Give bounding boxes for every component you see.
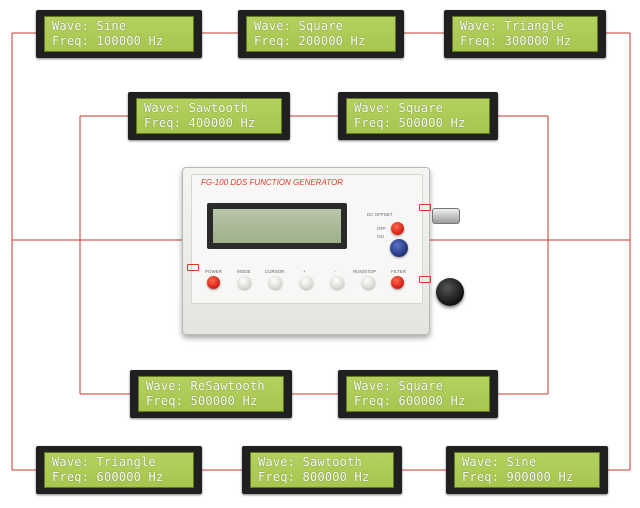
lcd-display-4: Wave: Sawtooth Freq: 400000 Hz — [128, 92, 290, 140]
freq-label: Freq: 500000 Hz — [146, 394, 258, 408]
lcd-display-5: Wave: Square Freq: 500000 Hz — [338, 92, 498, 140]
device-lcd — [207, 203, 347, 249]
freq-label: Freq: 900000 Hz — [462, 470, 574, 484]
mode-button[interactable] — [238, 276, 251, 289]
lcd-display-8: Wave: Triangle Freq: 600000 Hz — [36, 446, 202, 494]
mode-label: MODE — [237, 269, 251, 274]
wave-label: Wave: Square — [354, 101, 444, 115]
run-stop-button[interactable] — [362, 276, 375, 289]
power-button[interactable] — [207, 276, 220, 289]
lcd-display-10: Wave: Sine Freq: 900000 Hz — [446, 446, 608, 494]
device-title: FG-100 DDS FUNCTION GENERATOR — [201, 178, 343, 187]
freq-label: Freq: 300000 Hz — [460, 34, 572, 48]
lcd-display-1: Wave: Sine Freq: 100000 Hz — [36, 10, 202, 58]
off-label: OFF — [377, 226, 386, 231]
lcd-display-3: Wave: Triangle Freq: 300000 Hz — [444, 10, 606, 58]
right-red-tag-bottom — [419, 276, 431, 283]
lcd-display-7: Wave: Square Freq: 600000 Hz — [338, 370, 498, 418]
power-jack-knob[interactable] — [436, 278, 464, 306]
plus-label: + — [303, 269, 306, 274]
wave-label: Wave: Square — [254, 19, 344, 33]
freq-label: Freq: 100000 Hz — [52, 34, 164, 48]
freq-label: Freq: 500000 Hz — [354, 116, 466, 130]
freq-label: Freq: 600000 Hz — [52, 470, 164, 484]
bnc-output-connector — [432, 208, 460, 224]
run-stop-label: RUN/STOP — [353, 269, 377, 274]
cursor-label: CURSOR — [265, 269, 285, 274]
right-red-tag-top — [419, 204, 431, 211]
freq-label: Freq: 400000 Hz — [144, 116, 256, 130]
wave-label: Wave: Sine — [462, 455, 537, 469]
left-red-tag — [187, 264, 199, 271]
plus-button[interactable] — [300, 276, 313, 289]
dc-offset-button[interactable] — [391, 222, 404, 235]
function-generator-device: FG-100 DDS FUNCTION GENERATOR DC OFFSET … — [182, 167, 431, 335]
minus-button[interactable] — [331, 276, 344, 289]
wave-label: Wave: Triangle — [460, 19, 564, 33]
minus-label: - — [335, 269, 337, 274]
wave-label: Wave: Sine — [52, 19, 127, 33]
dc-offset-label: DC OFFSET — [367, 212, 393, 217]
lcd-display-6: Wave: ReSawtooth Freq: 500000 Hz — [130, 370, 292, 418]
lcd-display-2: Wave: Square Freq: 200000 Hz — [238, 10, 404, 58]
freq-label: Freq: 600000 Hz — [354, 394, 466, 408]
filter-label: FILTER — [391, 269, 407, 274]
lcd-display-9: Wave: Sawtooth Freq: 800000 Hz — [242, 446, 402, 494]
freq-label: Freq: 800000 Hz — [258, 470, 370, 484]
wave-label: Wave: ReSawtooth — [146, 379, 265, 393]
filter-button[interactable] — [391, 276, 404, 289]
freq-label: Freq: 200000 Hz — [254, 34, 366, 48]
wave-label: Wave: Sawtooth — [258, 455, 362, 469]
rotary-knob[interactable] — [390, 239, 408, 257]
cursor-button[interactable] — [269, 276, 282, 289]
power-label: POWER — [205, 269, 223, 274]
wave-label: Wave: Square — [354, 379, 444, 393]
wave-label: Wave: Triangle — [52, 455, 156, 469]
wave-label: Wave: Sawtooth — [144, 101, 248, 115]
on-label: ON — [377, 234, 384, 239]
